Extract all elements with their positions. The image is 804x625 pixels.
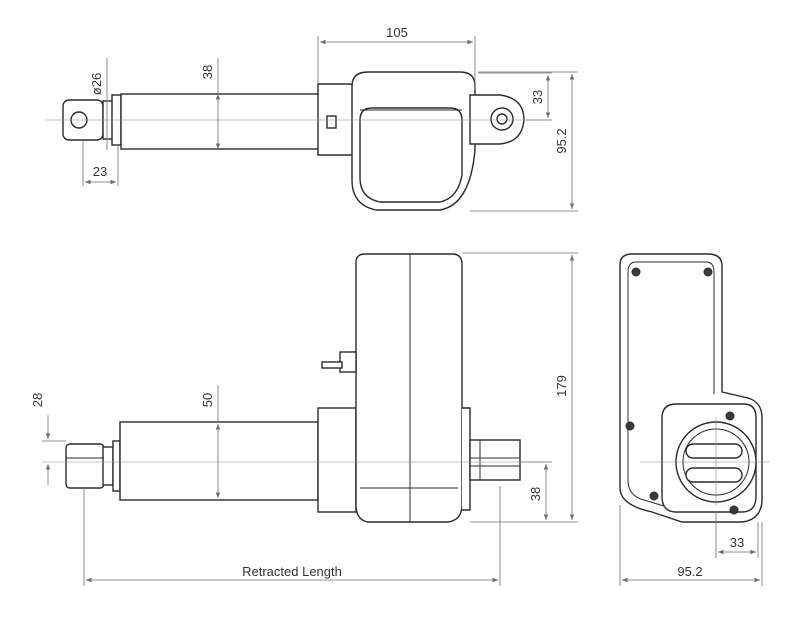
end-view: 33 95.2 bbox=[619, 253, 770, 586]
front-collar bbox=[317, 407, 357, 513]
dim-95-top: 95.2 bbox=[470, 71, 578, 212]
dim-rod-dia-top: ø26 bbox=[89, 58, 108, 150]
screw-icon bbox=[631, 267, 641, 277]
dim-23: 23 bbox=[82, 140, 119, 186]
dim-33-end-label: 33 bbox=[730, 535, 744, 550]
dim-28-label: 28 bbox=[30, 393, 45, 407]
dim-28: 28 bbox=[30, 393, 66, 485]
front-rod bbox=[65, 440, 121, 492]
dim-179-label: 179 bbox=[554, 375, 569, 397]
top-rear-eye bbox=[469, 94, 525, 145]
dim-38-front-label: 38 bbox=[528, 487, 543, 501]
dim-95-end-label: 95.2 bbox=[677, 564, 702, 579]
top-view: 105 ø26 38 23 33 95.2 bbox=[45, 25, 578, 212]
screw-icon bbox=[729, 505, 739, 515]
front-view: 28 50 179 38 Retracted Length bbox=[30, 252, 578, 586]
dim-38-top-label: 38 bbox=[200, 65, 215, 79]
dim-105-label: 105 bbox=[386, 25, 408, 40]
dim-95-top-label: 95.2 bbox=[554, 128, 569, 153]
front-clevis bbox=[469, 439, 521, 481]
dim-50: 50 bbox=[200, 385, 221, 498]
end-connector bbox=[661, 403, 757, 513]
dim-retracted-length: Retracted Length bbox=[83, 486, 501, 586]
dim-33-end: 33 bbox=[715, 512, 759, 558]
dim-50-label: 50 bbox=[200, 393, 215, 407]
dim-95-end: 95.2 bbox=[619, 505, 763, 586]
dim-33-top-label: 33 bbox=[530, 90, 545, 104]
dim-23-label: 23 bbox=[93, 164, 107, 179]
dim-179: 179 bbox=[462, 252, 578, 523]
dim-retracted-length-label: Retracted Length bbox=[242, 564, 342, 579]
screw-icon bbox=[703, 267, 713, 277]
screw-icon bbox=[625, 421, 635, 431]
dim-105: 105 bbox=[317, 25, 476, 90]
screw-icon bbox=[649, 491, 659, 501]
top-tube bbox=[120, 93, 320, 150]
front-tube bbox=[119, 421, 319, 501]
dim-38-top: 38 bbox=[200, 58, 221, 149]
front-housing bbox=[321, 253, 471, 523]
dim-rod-dia-top-label: ø26 bbox=[89, 73, 104, 95]
dim-33-top: 33 bbox=[478, 72, 552, 121]
screw-icon bbox=[725, 411, 735, 421]
dim-38-front: 38 bbox=[520, 461, 552, 520]
top-gearbox bbox=[317, 71, 476, 211]
